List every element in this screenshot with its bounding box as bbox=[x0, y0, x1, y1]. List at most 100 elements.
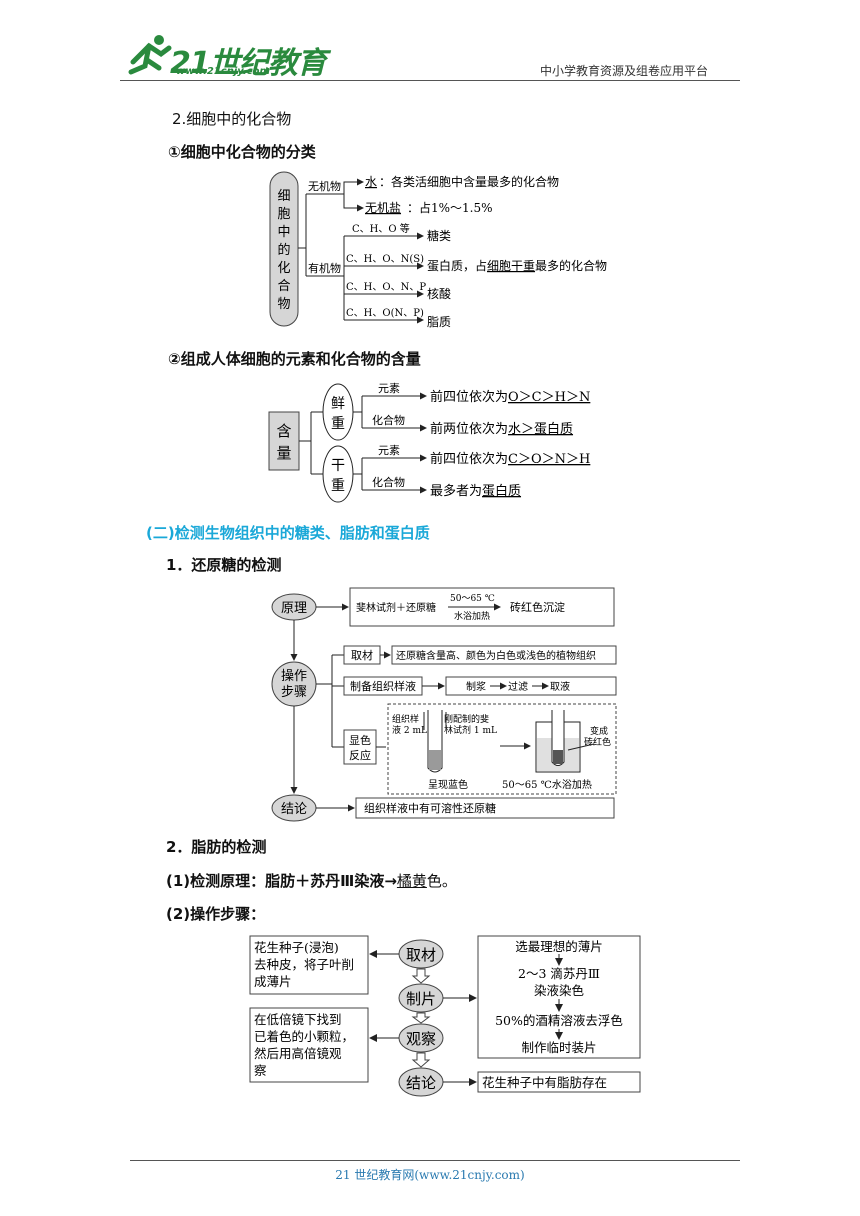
compound-label: 化合物 bbox=[372, 475, 405, 489]
right-text: 选最理想的薄片 bbox=[515, 939, 603, 954]
conclusion-text: 组织样液中有可溶性还原糖 bbox=[364, 801, 496, 815]
fresh-compound-order: 前两位依次为水＞蛋白质 bbox=[430, 421, 573, 437]
footer-text: 21 世纪教育网(www.21cnjy.com) bbox=[335, 1168, 525, 1182]
change-label: 砖红色 bbox=[584, 736, 611, 748]
header-divider bbox=[120, 80, 740, 81]
section-title: (二)检测生物组织中的糖类、脂肪和蛋白质 bbox=[146, 524, 430, 542]
fresh-element-order: 前四位依次为O＞C＞H＞N bbox=[430, 389, 590, 405]
step-label: 结论 bbox=[406, 1074, 436, 1092]
root-char: 合 bbox=[277, 279, 290, 294]
footer-divider bbox=[130, 1160, 740, 1161]
reducing-sugar-diagram: 原理 操作 步骤 结论 斐林试剂＋还原糖 50～65 ℃ 水浴加热 砖红色沉淀 … bbox=[271, 587, 617, 822]
tube-liquid bbox=[429, 750, 441, 770]
compound-classification-diagram: 细 胞 中 的 化 合 物 无机物 有机物 水 ：各类活细胞中含量最多的化合物 … bbox=[269, 171, 607, 329]
root-char: 化 bbox=[277, 261, 290, 276]
element-label: C、H、O 等 bbox=[352, 222, 410, 235]
compound-label: 化合物 bbox=[372, 413, 405, 427]
prep-label: 制备组织样液 bbox=[350, 679, 416, 693]
color-box bbox=[343, 729, 377, 765]
right-text: 染液染色 bbox=[534, 983, 585, 998]
take-text-box bbox=[391, 645, 617, 665]
fresh-char: 重 bbox=[331, 416, 345, 432]
right-text: 制作临时装片 bbox=[521, 1040, 596, 1055]
take-label: 取材 bbox=[351, 648, 373, 662]
left-box-1 bbox=[249, 935, 369, 995]
tube-label: 刚配制的斐 bbox=[444, 713, 489, 725]
left-text: 已着色的小颗粒， bbox=[254, 1029, 354, 1044]
prep-step: 取液 bbox=[550, 680, 570, 693]
logo bbox=[125, 32, 173, 76]
element-label: C、H、O、N(S) bbox=[346, 254, 424, 265]
step-label: 取材 bbox=[406, 946, 436, 964]
operation-label: 操作 bbox=[281, 668, 307, 684]
principle-result: 砖红色沉淀 bbox=[510, 600, 565, 614]
right-text: 2～3 滴苏丹Ⅲ bbox=[518, 966, 600, 981]
conclusion-label: 结论 bbox=[281, 802, 307, 817]
salt-desc: ：占1%～1.5% bbox=[407, 200, 493, 215]
operation-label: 步骤 bbox=[281, 685, 307, 700]
root-char: 的 bbox=[277, 242, 290, 258]
principle-label: 原理 bbox=[281, 601, 307, 616]
root-char: 量 bbox=[276, 444, 291, 462]
protein-label: 蛋白质，占细胞干重最多的化合物 bbox=[427, 258, 607, 273]
content-diagram: 含 量 鲜 重 干 重 元素 化合物 元素 化合物 前四位依次为O＞C＞H＞N … bbox=[268, 382, 590, 503]
heat-label: 50～65 ℃水浴加热 bbox=[502, 778, 592, 791]
left-box-2 bbox=[249, 1007, 369, 1083]
element-label: C、H、O、N、P bbox=[346, 282, 426, 293]
step-label: 观察 bbox=[406, 1030, 436, 1048]
element-label: 元素 bbox=[378, 382, 400, 395]
water-desc: ：各类活细胞中含量最多的化合物 bbox=[379, 174, 559, 189]
logo-text: 21世纪教育 bbox=[170, 46, 327, 81]
principle-text: 斐林试剂＋还原糖 bbox=[356, 601, 436, 614]
subsection-title: ②组成人体细胞的元素和化合物的含量 bbox=[168, 350, 421, 368]
left-text: 然后用高倍镜观 bbox=[254, 1046, 342, 1061]
conclusion-box bbox=[355, 797, 615, 819]
fat-steps-title: (2)操作步骤： bbox=[166, 905, 266, 923]
root-char: 含 bbox=[276, 422, 291, 440]
dry-char: 重 bbox=[331, 478, 345, 494]
organic-label: 有机物 bbox=[308, 261, 341, 275]
root-box bbox=[268, 411, 300, 471]
dry-char: 干 bbox=[331, 458, 345, 474]
sugar-label: 糖类 bbox=[427, 228, 451, 243]
color-label: 显色 bbox=[349, 733, 371, 747]
tube-label: 林试剂 1 mL bbox=[444, 724, 497, 736]
header-right-text: 中小学教育资源及组卷应用平台 bbox=[540, 64, 709, 78]
step-label: 制片 bbox=[406, 990, 436, 1008]
take-text: 还原糖含量高、颜色为白色或浅色的植物组织 bbox=[396, 649, 596, 662]
tube-label: 液 2 mL bbox=[392, 724, 427, 736]
salt-label: 无机盐 bbox=[365, 201, 401, 215]
subsection-title: 1．还原糖的检测 bbox=[166, 556, 282, 574]
root-char: 中 bbox=[277, 225, 290, 240]
runner-icon bbox=[128, 35, 172, 75]
left-text: 在低倍镜下找到 bbox=[254, 1012, 342, 1027]
element-label: C、H、O(N、P) bbox=[346, 308, 424, 319]
dry-element-order: 前四位依次为C＞O＞N＞H bbox=[430, 451, 590, 467]
fat-principle: (1)检测原理：脂肪＋苏丹Ⅲ染液→橘黄色。 bbox=[166, 872, 457, 890]
logo-url: www.21cnjy.com bbox=[176, 66, 270, 77]
root-char: 细 bbox=[277, 189, 290, 204]
root-char: 物 bbox=[277, 297, 290, 312]
left-text: 去种皮，将子叶削 bbox=[254, 957, 354, 972]
prep-steps-box bbox=[445, 676, 617, 696]
nucleic-label: 核酸 bbox=[427, 286, 451, 301]
experiment-box bbox=[387, 703, 617, 795]
prep-step: 制浆 bbox=[466, 680, 486, 693]
right-text: 50%的酒精溶液去浮色 bbox=[495, 1013, 623, 1028]
blue-label: 呈现蓝色 bbox=[428, 778, 468, 791]
right-box-2 bbox=[477, 1071, 641, 1093]
root-pill bbox=[269, 171, 299, 327]
color-label: 反应 bbox=[349, 748, 371, 762]
left-text: 成薄片 bbox=[254, 974, 292, 989]
tube-label: 组织样 bbox=[392, 713, 419, 725]
water-label: 水 bbox=[365, 175, 377, 189]
left-text: 察 bbox=[254, 1063, 267, 1078]
left-text: 花生种子(浸泡) bbox=[254, 940, 339, 955]
lipid-label: 脂质 bbox=[427, 314, 451, 329]
subsection-title: ①细胞中化合物的分类 bbox=[168, 143, 316, 161]
inorganic-label: 无机物 bbox=[308, 179, 341, 193]
dry-compound-most: 最多者为蛋白质 bbox=[430, 483, 521, 499]
root-char: 胞 bbox=[277, 207, 290, 222]
test-tube bbox=[427, 710, 443, 773]
principle-condition: 水浴加热 bbox=[454, 610, 490, 622]
